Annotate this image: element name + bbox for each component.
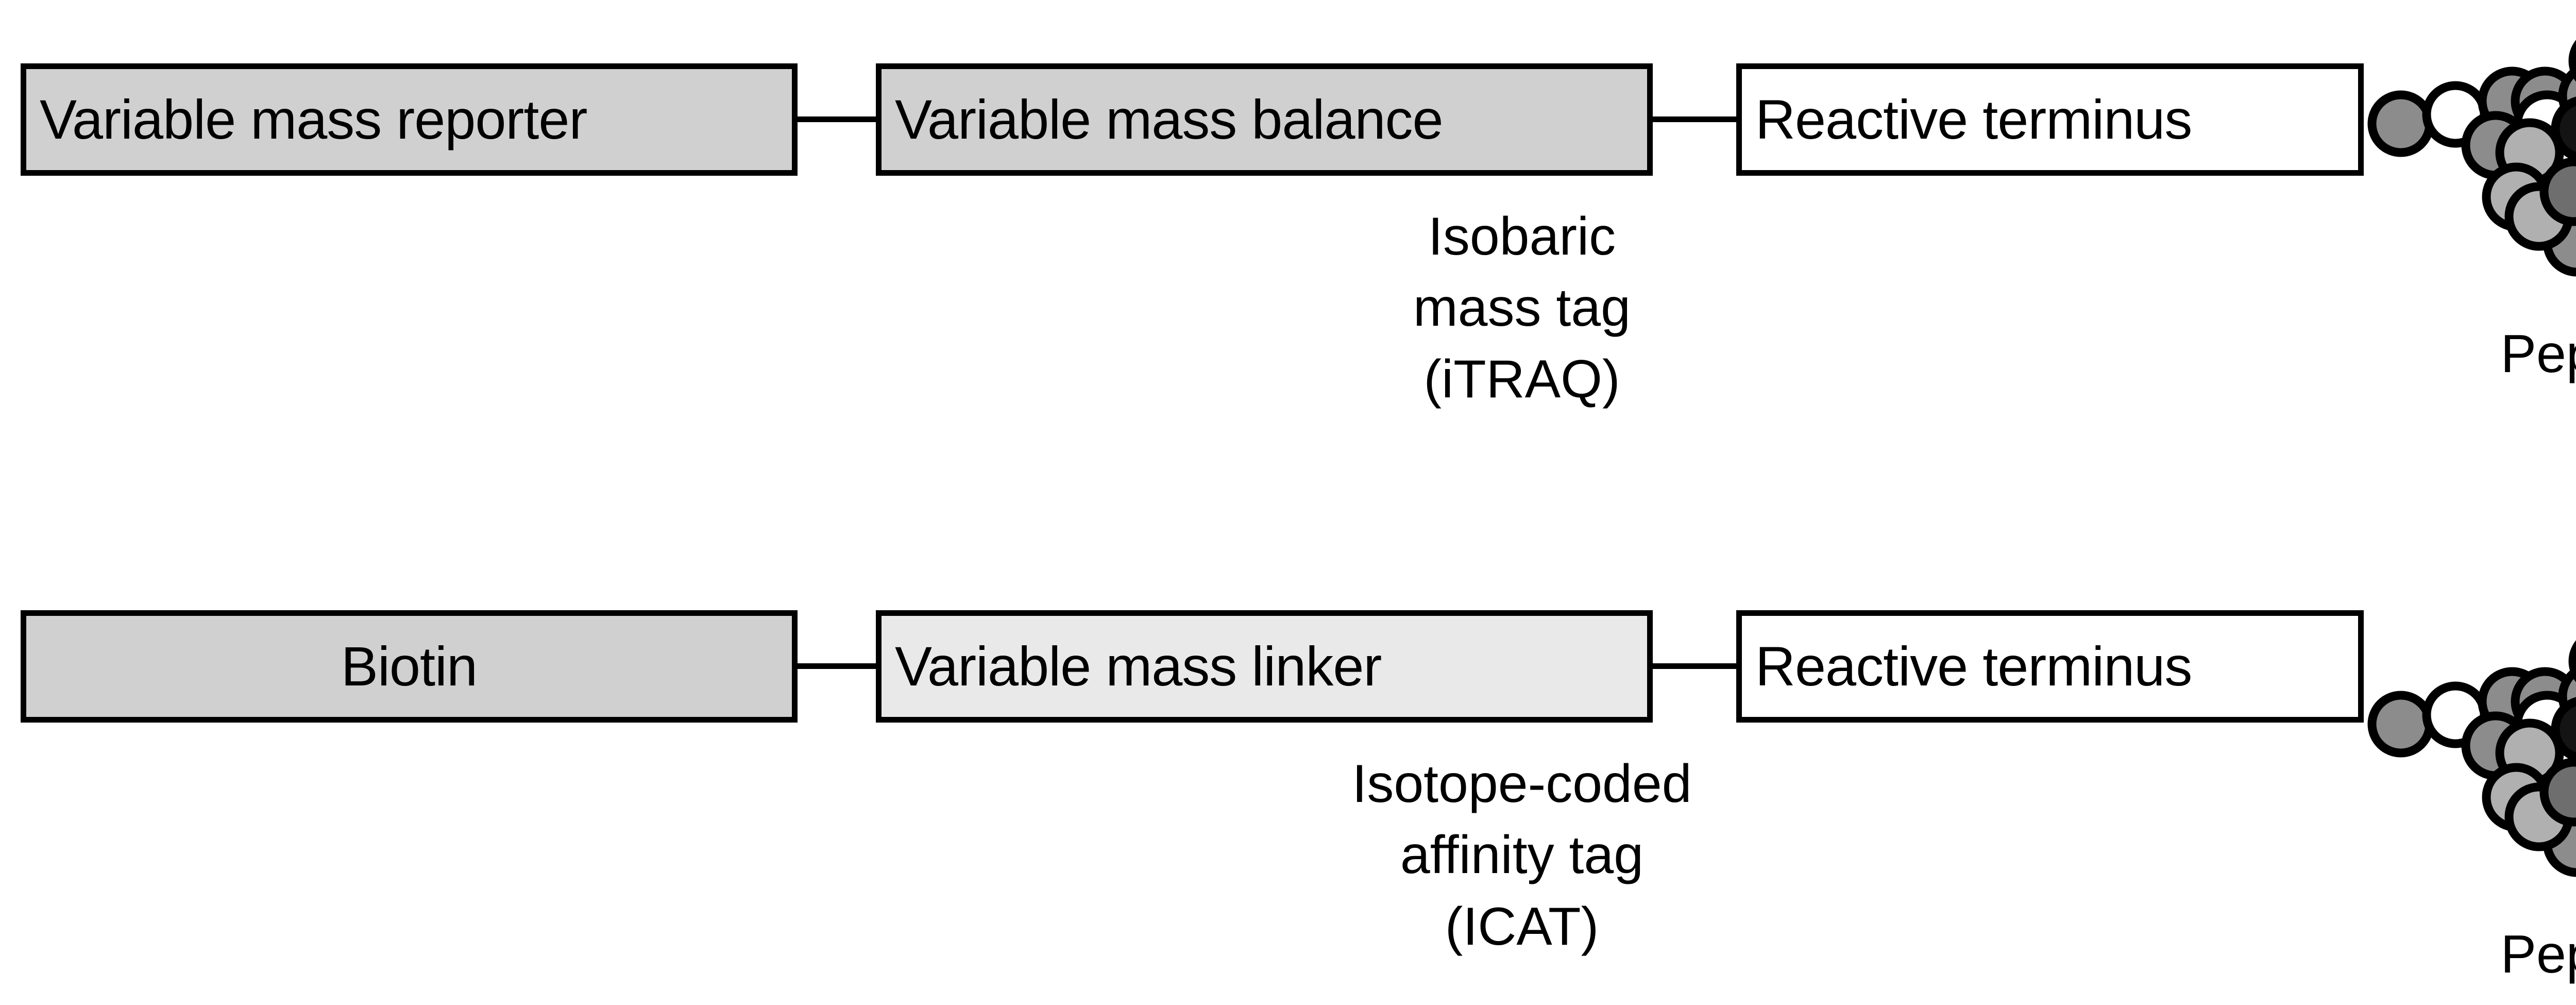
connector-linker-terminus [1651, 663, 1738, 669]
caption-isobaric-mass-tag: Isobaric mass tag (iTRAQ) [1413, 207, 1631, 409]
peptide-label-bottom: Peptide [2500, 925, 2576, 984]
box-variable-mass-balance[interactable]: Variable mass balance [876, 63, 1653, 176]
box-variable-mass-reporter-label: Variable mass reporter [40, 88, 587, 151]
peptide-svg-top [2367, 40, 2576, 277]
peptide-residue [2568, 640, 2576, 682]
connector-balance-terminus [1651, 116, 1738, 122]
peptide-label-top: Peptide [2500, 324, 2576, 384]
box-variable-mass-linker[interactable]: Variable mass linker [876, 610, 1653, 723]
box-reactive-terminus-2-label: Reactive terminus [1755, 635, 2192, 698]
peptide-residue [2568, 40, 2576, 82]
box-reactive-terminus[interactable]: Reactive terminus [1736, 63, 2364, 176]
peptide-residue [2367, 691, 2434, 758]
box-variable-mass-linker-label: Variable mass linker [895, 635, 1382, 698]
peptide-cluster-top [2364, 0, 2576, 320]
box-biotin[interactable]: Biotin [21, 610, 798, 723]
box-variable-mass-reporter[interactable]: Variable mass reporter [21, 63, 798, 176]
connector-biotin-linker [796, 663, 877, 669]
peptide-residue [2539, 157, 2576, 226]
peptide-residue [2367, 90, 2434, 157]
box-biotin-label: Biotin [341, 635, 478, 698]
connector-reporter-balance [796, 116, 877, 122]
box-reactive-terminus-label: Reactive terminus [1755, 88, 2192, 151]
box-variable-mass-balance-label: Variable mass balance [895, 88, 1444, 151]
peptide-residue [2539, 758, 2576, 827]
peptide-svg-bottom [2367, 640, 2576, 877]
peptide-cluster-bottom [2364, 595, 2576, 920]
box-reactive-terminus-2[interactable]: Reactive terminus [1736, 610, 2364, 723]
caption-isotope-coded-affinity-tag: Isotope-coded affinity tag (ICAT) [1352, 754, 1692, 957]
